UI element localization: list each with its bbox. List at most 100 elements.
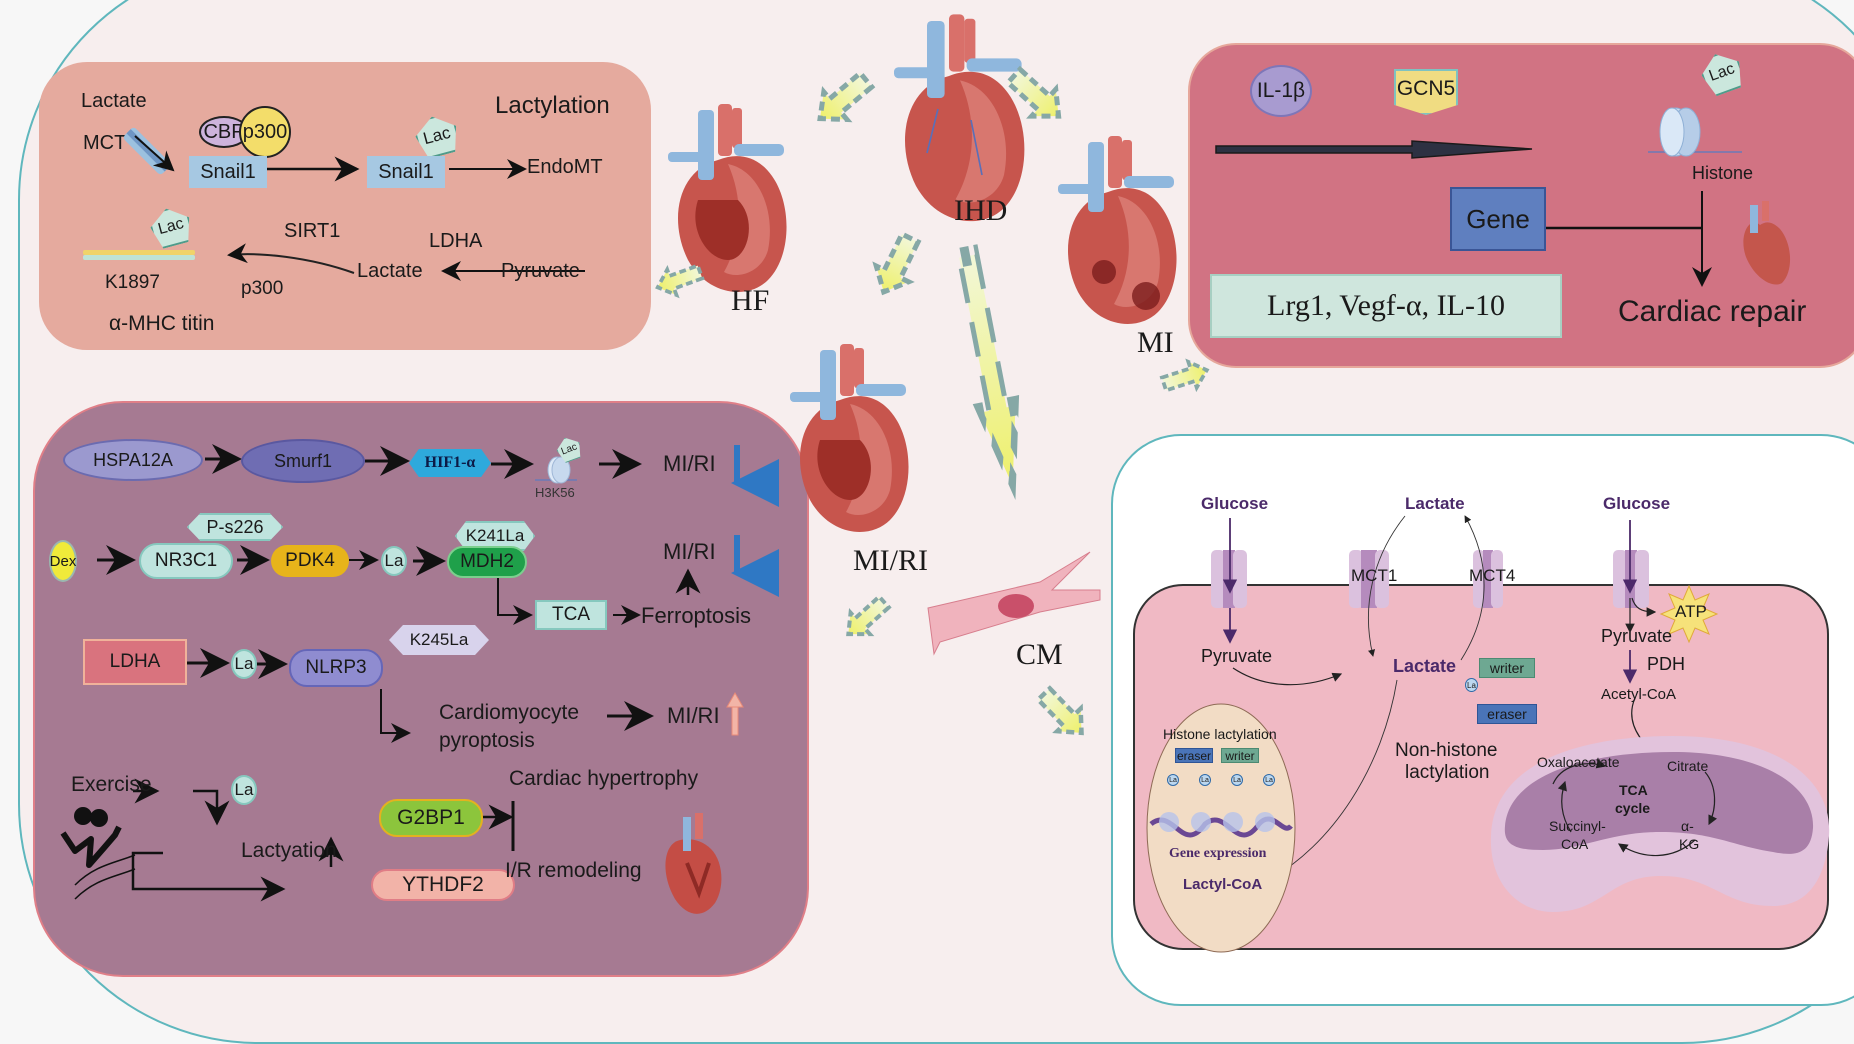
glucose-right-label: Glucose <box>1603 494 1671 513</box>
oxaloacetate-label: Oxaloacetate <box>1537 754 1620 770</box>
small-heart-icon <box>1743 201 1791 285</box>
tca-cycle-label-line1: TCA <box>1619 782 1648 798</box>
cardiac-hypertrophy-label: Cardiac hypertrophy <box>509 767 699 790</box>
gcn5-badge: GCN5 <box>1394 69 1458 115</box>
mi-label: MI <box>1137 326 1174 359</box>
cm-panel: Glucose Lactate Glucose MCT1 MCT4 Pyruva… <box>1111 434 1854 1006</box>
eraser-badge: eraser <box>1477 704 1537 724</box>
writer-label: writer <box>1489 660 1525 676</box>
lactate-center-label: Lactate <box>1393 656 1457 676</box>
h3k56-nucleosome-icon <box>535 456 577 484</box>
k1897-label: K1897 <box>105 272 160 293</box>
miri-panel-arrows <box>60 444 779 914</box>
hif1a-label: HIF1-α <box>424 454 476 471</box>
la-label-row4: La <box>234 780 254 799</box>
nucleus-writer-badge: writer <box>1221 748 1259 763</box>
nucleus-eraser-label: eraser <box>1176 748 1211 763</box>
miri-heart-icon <box>790 344 909 532</box>
non-histone-label-line2: lactylation <box>1405 762 1490 783</box>
hif1a-node: HIF1-α <box>409 449 491 477</box>
exercise-label: Exercise <box>71 773 152 796</box>
pyruvate-right-label: Pyruvate <box>1601 626 1673 646</box>
pdk4-label: PDK4 <box>285 550 335 571</box>
la-label-row2: La <box>384 551 404 570</box>
ythdf2-node: YTHDF2 <box>371 869 515 901</box>
mct-label: MCT <box>83 132 127 154</box>
tca-node: TCA <box>535 600 607 630</box>
mi-heart-icon <box>1058 136 1177 324</box>
cbp-label: CBP <box>203 120 245 143</box>
cardiomyocyte-icon <box>927 551 1101 656</box>
hf-label: HF <box>731 284 770 317</box>
cardiac-repair-label: Cardiac repair <box>1618 295 1807 328</box>
atp-label: ATP <box>1675 602 1707 621</box>
mi-panel: IL-1β GCN5 Lac Histone Gene Lrg1, Vegf-α… <box>1188 43 1854 368</box>
ps226-label: P-s226 <box>206 516 264 537</box>
acetyl-coa-label: Acetyl-CoA <box>1601 686 1677 703</box>
atp-star-icon <box>1659 584 1719 644</box>
citrate-label: Citrate <box>1667 758 1709 774</box>
cm-panel-graphics <box>1146 515 1830 953</box>
arrow-mi-to-panel <box>1157 355 1213 399</box>
mitochondrion-icon <box>1490 736 1830 912</box>
g2bp1-label: G2BP1 <box>397 806 465 829</box>
sirt1-label: SIRT1 <box>284 220 341 242</box>
pdh-label: PDH <box>1647 654 1686 674</box>
arrow-cm-to-panel <box>1032 683 1093 744</box>
pyroptosis-label-line2: pyroptosis <box>439 729 535 752</box>
heart-remodeling-icon <box>665 813 722 914</box>
nucleus-writer-label: writer <box>1225 748 1255 763</box>
nucleus-la-mark-1: La <box>1167 774 1179 786</box>
gcn5-label: GCN5 <box>1396 77 1456 100</box>
snail1-box-b: Snail1 <box>367 156 445 188</box>
nucleus-la-label-2: La <box>1201 776 1209 784</box>
snail1-label-b: Snail1 <box>378 160 434 183</box>
p300-label: p300 <box>242 120 288 143</box>
la-label-cytoplasm: La <box>1467 680 1476 690</box>
histone-lactylation-label: Histone lactylation <box>1163 726 1277 742</box>
writer-badge: writer <box>1479 658 1535 678</box>
nucleus-la-label-3: La <box>1233 776 1241 784</box>
endomt-label: EndoMT <box>527 156 603 178</box>
genes-list-box: Lrg1, Vegf-α, IL-10 <box>1210 274 1562 338</box>
lactate-output-label: Lactate <box>357 260 423 282</box>
succinyl-coa-label-line2: CoA <box>1561 836 1589 852</box>
nucleus-la-mark-2: La <box>1199 774 1211 786</box>
akg-label-line1: α- <box>1681 818 1694 834</box>
titin-label: α-MHC titin <box>109 312 215 335</box>
la-label-row3: La <box>234 654 254 673</box>
snail1-label-a: Snail1 <box>200 160 256 183</box>
ir-remodeling-label: I/R remodeling <box>505 859 642 882</box>
k241la-label: K241La <box>465 526 525 545</box>
lactate-top-label: Lactate <box>1405 494 1465 513</box>
nucleus-la-label-1: La <box>1169 776 1177 784</box>
arrow-ihd-to-cm <box>950 253 1030 490</box>
cm-label: CM <box>1016 638 1063 671</box>
hf-panel-arrows <box>83 127 585 281</box>
smurf1-node: Smurf1 <box>241 439 365 483</box>
ferroptosis-label: Ferroptosis <box>641 603 752 628</box>
smurf1-label: Smurf1 <box>273 450 333 471</box>
swimmer-icon <box>60 807 136 900</box>
hf-panel: Lactylation Lactate MCT CBP p300 Snail1 … <box>39 62 651 350</box>
pdk4-node: PDK4 <box>271 545 349 577</box>
transcription-arrow <box>1215 140 1533 159</box>
gene-expression-label: Gene expression <box>1169 846 1267 861</box>
nr3c1-label: NR3C1 <box>154 550 218 571</box>
lactate-input-label: Lactate <box>81 90 147 112</box>
pyruvate-left-label: Pyruvate <box>1201 646 1273 666</box>
akg-label-line2: KG <box>1679 836 1700 852</box>
histone-label: Histone <box>1692 163 1754 183</box>
nlrp3-node: NLRP3 <box>289 649 383 687</box>
lactyation-label: Lactyation <box>241 839 337 862</box>
ldha-label-row3: LDHA <box>109 651 161 672</box>
ihd-heart-icon <box>894 14 1025 222</box>
la-mark-cytoplasm: La <box>1465 678 1478 692</box>
nucleus-eraser-badge: eraser <box>1175 748 1213 763</box>
hspa12a-node: HSPA12A <box>63 439 203 481</box>
gene-label: Gene <box>1466 203 1530 234</box>
ihd-label: IHD <box>954 194 1008 227</box>
nucleus-la-mark-4: La <box>1263 774 1275 786</box>
ps226-badge: P-s226 <box>187 513 283 541</box>
genes-list-label: Lrg1, Vegf-α, IL-10 <box>1267 289 1505 322</box>
